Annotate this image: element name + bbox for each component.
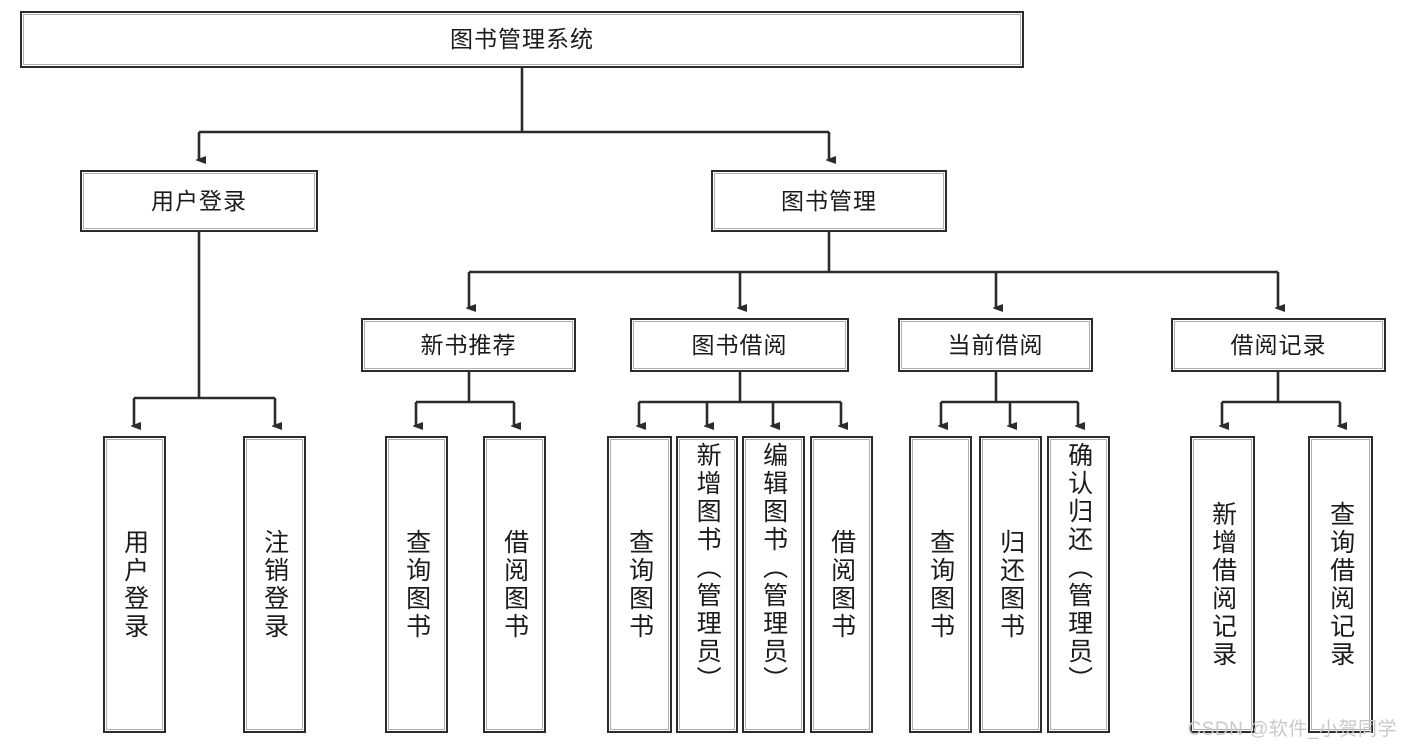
leaf-book-borrow-query[interactable]: 查询图书 [607, 436, 672, 733]
leaf-user-login-signin[interactable]: 用户登录 [103, 436, 166, 733]
leaf-current-borrow-return-label: 归还图书 [996, 528, 1025, 641]
leaf-current-borrow-confirm-admin[interactable]: 确认归还（管理员） [1047, 436, 1110, 733]
node-book-management-label: 图书管理 [781, 187, 877, 214]
leaf-book-borrow-add-admin-label: 新增图书（管理员） [693, 442, 722, 694]
leaf-new-book-borrow-label: 借阅图书 [500, 528, 529, 641]
leaf-current-borrow-confirm-admin-label: 确认归还（管理员） [1064, 442, 1093, 694]
leaf-current-borrow-query-label: 查询图书 [926, 528, 955, 641]
leaf-current-borrow-return[interactable]: 归还图书 [979, 436, 1042, 733]
node-root[interactable]: 图书管理系统 [20, 11, 1024, 68]
node-current-borrow[interactable]: 当前借阅 [898, 318, 1093, 372]
node-new-book-recommend[interactable]: 新书推荐 [361, 318, 576, 372]
leaf-user-login-signin-label: 用户登录 [120, 528, 149, 641]
leaf-book-borrow-add-admin[interactable]: 新增图书（管理员） [676, 436, 738, 733]
node-new-book-recommend-label: 新书推荐 [420, 331, 517, 358]
node-user-login[interactable]: 用户登录 [80, 170, 318, 232]
leaf-book-borrow-borrow[interactable]: 借阅图书 [810, 436, 873, 733]
leaf-book-borrow-borrow-label: 借阅图书 [827, 528, 856, 641]
leaf-book-borrow-edit-admin-label: 编辑图书（管理员） [759, 442, 788, 694]
leaf-current-borrow-query[interactable]: 查询图书 [909, 436, 972, 733]
leaf-book-borrow-edit-admin[interactable]: 编辑图书（管理员） [742, 436, 805, 733]
node-book-management[interactable]: 图书管理 [711, 170, 947, 232]
leaf-new-book-query[interactable]: 查询图书 [385, 436, 448, 733]
node-root-label: 图书管理系统 [450, 26, 594, 53]
leaf-borrow-record-add[interactable]: 新增借阅记录 [1190, 436, 1255, 733]
node-book-borrow[interactable]: 图书借阅 [630, 318, 849, 372]
leaf-user-login-signout[interactable]: 注销登录 [243, 436, 306, 733]
node-book-borrow-label: 图书借阅 [691, 331, 788, 358]
leaf-borrow-record-query-label: 查询借阅记录 [1326, 500, 1355, 669]
leaf-user-login-signout-label: 注销登录 [260, 528, 289, 641]
leaf-borrow-record-query[interactable]: 查询借阅记录 [1308, 436, 1373, 733]
node-borrow-records[interactable]: 借阅记录 [1171, 318, 1386, 372]
node-user-login-label: 用户登录 [151, 187, 247, 214]
leaf-borrow-record-add-label: 新增借阅记录 [1208, 500, 1237, 669]
node-borrow-records-label: 借阅记录 [1230, 331, 1327, 358]
node-current-borrow-label: 当前借阅 [947, 331, 1044, 358]
leaf-new-book-borrow[interactable]: 借阅图书 [483, 436, 546, 733]
leaf-new-book-query-label: 查询图书 [402, 528, 431, 641]
leaf-book-borrow-query-label: 查询图书 [625, 528, 654, 641]
csdn-watermark: CSDN @软件_小贺同学 [1187, 719, 1397, 740]
